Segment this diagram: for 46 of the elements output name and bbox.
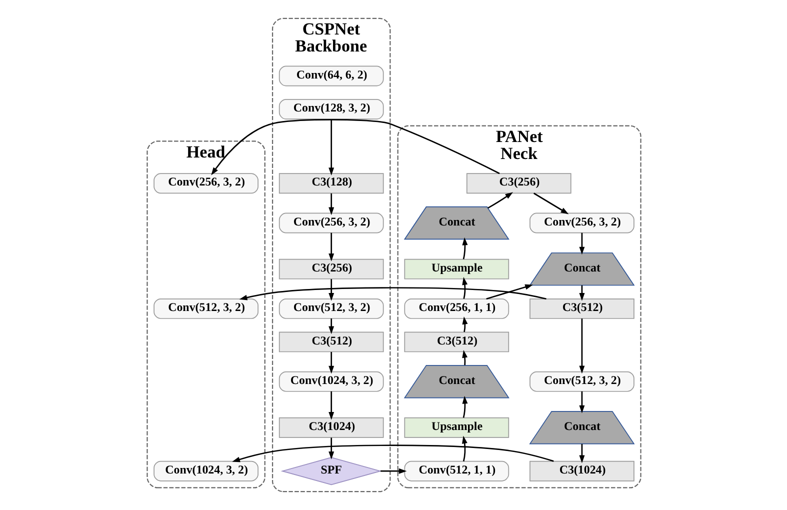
arrow [487, 192, 513, 209]
node-box: C3(512) [529, 298, 634, 319]
arrow [462, 316, 468, 332]
node-box: Conv(1024, 3, 2) [153, 460, 258, 482]
node-box: C3(256) [466, 173, 571, 194]
arrow [328, 279, 334, 301]
node-box: C3(512) [278, 332, 384, 352]
arrow [462, 350, 468, 366]
arrow [328, 352, 334, 374]
arrow [462, 237, 468, 260]
node-box: Conv(64, 6, 2) [278, 66, 384, 86]
arrow [380, 468, 406, 474]
node-box: Conv(512, 1, 1) [404, 460, 509, 482]
node-box: C3(128) [278, 173, 384, 194]
node-box: Conv(256, 3, 2) [153, 173, 258, 194]
arrow [328, 318, 334, 334]
arrow [328, 232, 334, 262]
arrow [328, 438, 334, 460]
node-box: Upsample [404, 417, 509, 438]
node-box: C3(1024) [529, 460, 634, 482]
node-box: Conv(1024, 3, 2) [278, 371, 384, 392]
node-box: Conv(512, 3, 2) [529, 371, 634, 392]
arrow [462, 277, 468, 299]
arrow [578, 232, 584, 255]
arrow [578, 444, 584, 464]
node-box: Conv(256, 3, 2) [529, 212, 634, 234]
arrow [486, 284, 532, 300]
arrow [578, 391, 584, 414]
node-box: Upsample [404, 258, 509, 280]
node-box: Conv(512, 3, 2) [278, 298, 384, 319]
arrow [210, 119, 500, 176]
node-box: Conv(256, 3, 2) [278, 212, 384, 234]
arrow [578, 318, 584, 374]
arrow [328, 391, 334, 420]
node-box: Conv(512, 3, 2) [153, 298, 258, 319]
arrow [532, 192, 568, 214]
arrow [328, 119, 334, 176]
arrow [461, 436, 467, 462]
node-box: Conv(256, 1, 1) [404, 298, 509, 319]
node-box: C3(512) [404, 332, 509, 352]
node-diamond: SPF [280, 457, 382, 486]
node-box: Conv(128, 3, 2) [278, 99, 384, 120]
arrow [328, 193, 334, 216]
arrow [462, 396, 468, 418]
node-box: C3(1024) [278, 417, 384, 438]
node-box: C3(256) [278, 258, 384, 280]
